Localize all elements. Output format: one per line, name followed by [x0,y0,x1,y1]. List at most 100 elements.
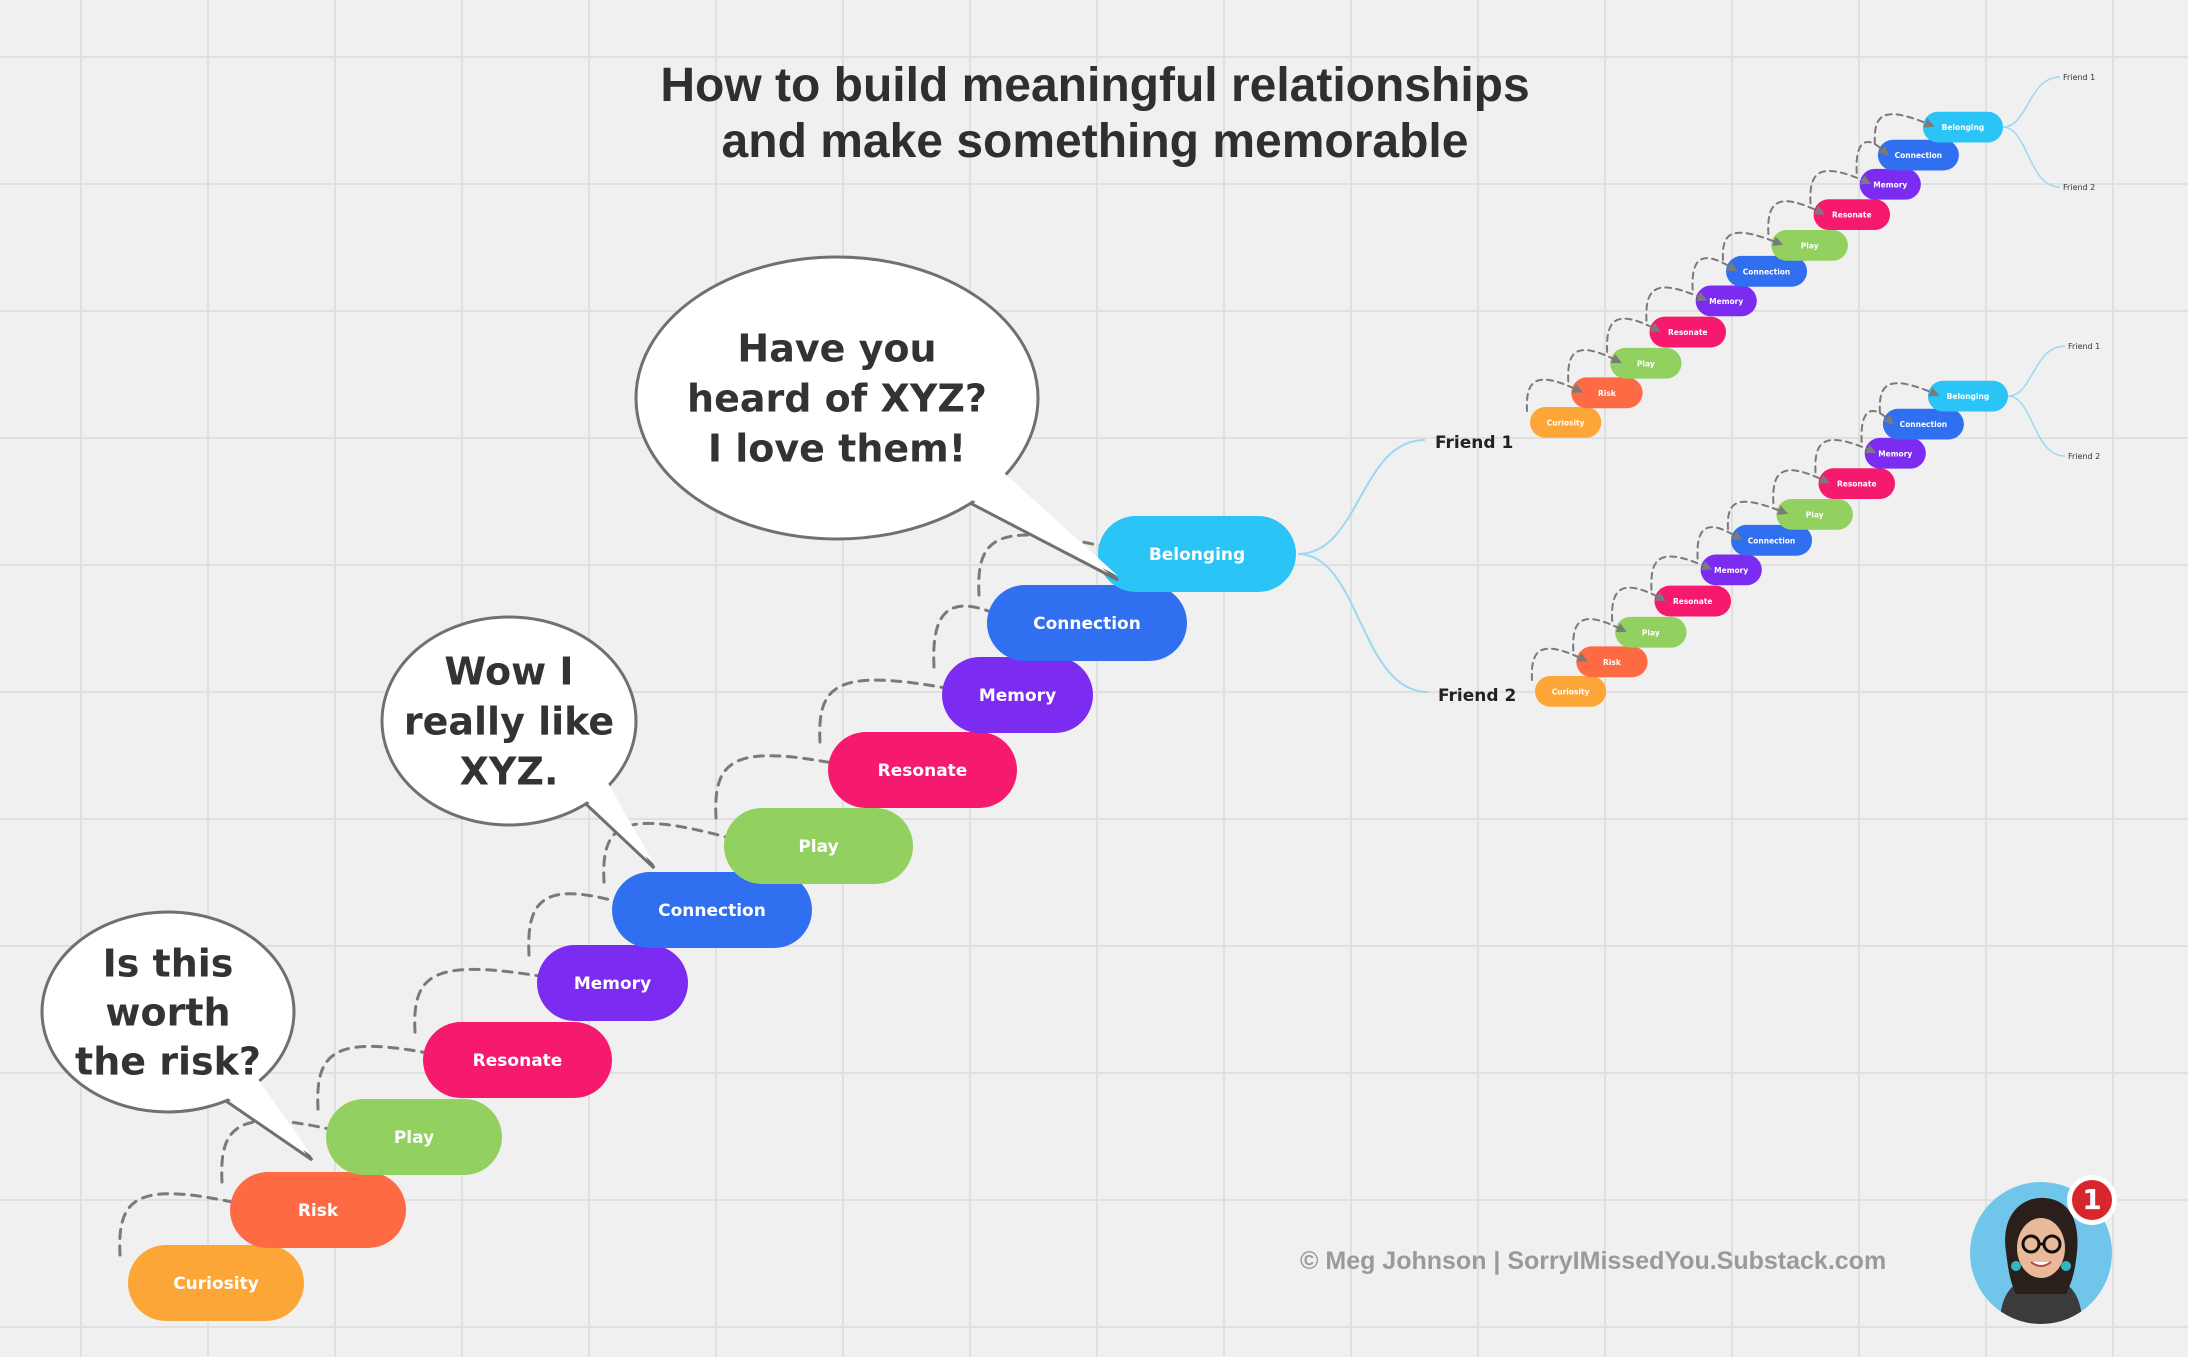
mini-step-memory: Memory [1700,554,1762,586]
mini-step-resonate: Resonate [1818,468,1896,500]
mini-friend-1-label: Friend 1 [2068,342,2100,351]
branch-lines [1297,439,1429,693]
bubble-tail-cover [970,472,1118,576]
mini-step-arrow [1606,317,1662,353]
mini-step-label: Belonging [1947,392,1990,401]
bubble-tail-cover [210,1079,312,1156]
step-curiosity[interactable]: Curiosity [128,1245,304,1321]
mini-step-arrow [1645,286,1708,322]
step-arrow [714,754,854,820]
step-pill [230,1172,406,1248]
mini-step-label: Connection [1748,536,1796,545]
mini-step-connection: Connection [1726,255,1808,287]
step-label: Belonging [1149,545,1245,565]
mini-step-pill [1571,377,1643,409]
branch-line-friend-1 [1297,439,1426,555]
mini-step-memory: Memory [1859,168,1921,200]
mini-step-arrow [1611,586,1667,622]
copyright-credit: © Meg Johnson | SorryIMissedYou.Substack… [1300,1247,1887,1275]
step-label: Connection [658,901,766,921]
step-memory[interactable]: Memory [942,657,1093,733]
mini-step-arrow [1809,170,1872,205]
mini-step-label: Resonate [1832,211,1872,220]
step-memory[interactable]: Memory [537,945,688,1021]
branch-labels: Friend 1 Friend 2 [1435,433,1516,706]
bubble-text-line: the risk? [75,1040,261,1084]
mini-step-pill [1535,676,1607,707]
step-connection[interactable]: Connection [612,872,812,948]
mini-friend-2-label: Friend 2 [2063,183,2095,192]
mini-step-curiosity: Curiosity [1530,407,1602,438]
mini-step-label: Play [1642,628,1660,637]
bubble-text-line: worth [105,991,230,1035]
mini-branch-line-1 [2002,76,2061,128]
mini-step-pill [1530,407,1602,438]
mini-step-label: Curiosity [1547,418,1585,427]
step-risk[interactable]: Risk [230,1172,406,1248]
step-label: Play [394,1128,434,1148]
mini-step-arrow [1878,382,1940,414]
mini-step-arrow [1530,647,1588,681]
mini-staircase-friend-2: CuriosityRiskPlayResonateMemoryConnectio… [1530,342,2100,707]
notification-badge[interactable]: 1 [2067,1175,2117,1225]
step-arrows [118,533,1124,1257]
bubble-text-line: XYZ. [460,750,559,794]
bubble-text-line: Wow I [444,650,573,694]
mini-step-arrow [1525,378,1583,412]
mini-step-label: Connection [1743,267,1791,276]
mini-step-arrow [1772,469,1831,505]
friend-1-label: Friend 1 [1435,433,1513,453]
step-play[interactable]: Play [724,808,913,884]
step-label: Resonate [878,761,968,781]
mini-step-pill [1859,168,1921,200]
mini-step-resonate: Resonate [1649,316,1727,348]
mini-step-label: Curiosity [1552,687,1590,696]
step-pill [1098,516,1296,592]
mini-step-label: Connection [1895,151,1943,160]
step-resonate[interactable]: Resonate [423,1022,612,1098]
bubble-text-line: heard of XYZ? [687,377,987,421]
mini-staircase-friend-1: CuriosityRiskPlayResonateMemoryConnectio… [1525,73,2095,438]
mini-step-label: Memory [1709,297,1743,306]
mini-step-label: Memory [1873,180,1907,189]
mini-step-arrow [1873,113,1935,145]
mini-step-pill [1818,468,1896,500]
mini-step-pill [1771,230,1848,261]
mini-step-connection: Connection [1731,524,1813,556]
mini-step-memory: Memory [1695,285,1757,317]
mini-step-resonate: Resonate [1654,585,1732,617]
step-pill [987,585,1187,661]
mini-friend-2-label: Friend 2 [2068,452,2100,461]
mini-step-play: Play [1610,347,1682,379]
bubble-text-line: Have you [737,327,936,371]
step-belonging[interactable]: Belonging [1098,516,1296,592]
step-arrow [220,1119,352,1184]
mini-step-label: Resonate [1668,328,1708,337]
page-title: How to build meaningful relationships an… [450,58,1740,170]
step-label: Play [798,837,838,857]
step-play[interactable]: Play [326,1099,502,1175]
mini-step-pill [1649,316,1727,348]
mini-step-pill [1654,585,1732,617]
step-pill [724,808,913,884]
mini-branch-line-1 [2007,345,2066,397]
step-pill [423,1022,612,1098]
mini-step-arrow [1650,555,1713,591]
step-connection[interactable]: Connection [987,585,1187,661]
mini-step-pill [1731,524,1813,556]
mini-step-pill [1922,111,2004,143]
mini-step-label: Play [1637,359,1655,368]
main-staircase: CuriosityRiskPlayResonateMemoryConnectio… [128,516,1296,1321]
mini-step-connection: Connection [1882,408,1964,440]
mini-step-label: Memory [1878,449,1912,458]
bubble-body [634,255,1040,541]
mini-step-play: Play [1776,499,1853,530]
mini-step-arrow [1767,200,1826,236]
mini-step-curiosity: Curiosity [1535,676,1607,707]
mini-step-arrow [1696,526,1743,560]
step-resonate[interactable]: Resonate [828,732,1017,808]
step-pill [537,945,688,1021]
